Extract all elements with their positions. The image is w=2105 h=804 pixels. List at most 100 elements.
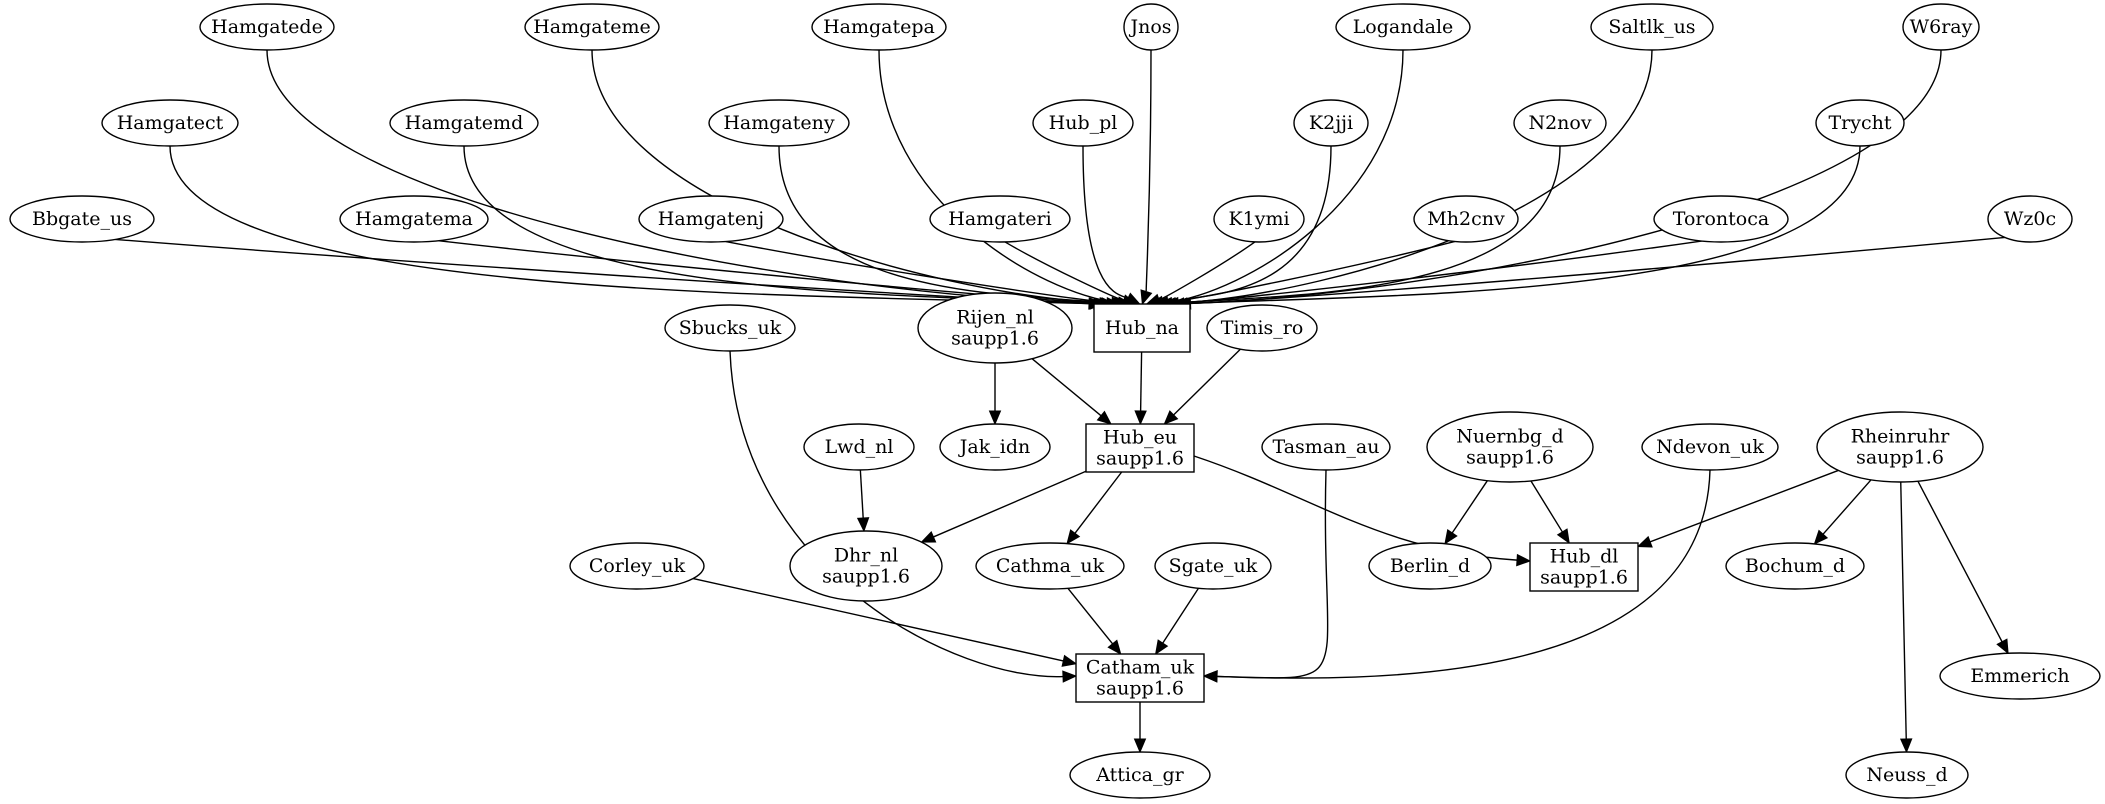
node-ellipse	[569, 542, 705, 590]
edge-k1ymi-to-hub-na	[1158, 241, 1256, 301]
node-neuss-d: Neuss_d	[1845, 751, 1969, 799]
node-hamgatect: Hamgatect	[101, 99, 239, 147]
node-ellipse	[1426, 411, 1594, 483]
node-label: Tasman_au	[1273, 436, 1380, 458]
node-label: Hamgateny	[723, 112, 835, 134]
edges-layer	[115, 49, 2009, 754]
node-corley-uk: Corley_uk	[569, 542, 705, 590]
node-ellipse	[975, 542, 1125, 590]
edge-hamgateme-to-hub-na	[591, 49, 1108, 305]
node-label: Nuernbg_d	[1456, 426, 1563, 448]
node-ellipse	[1725, 542, 1865, 590]
node-label: Hamgatect	[117, 112, 224, 134]
node-label: saupp1.6	[1096, 678, 1184, 700]
node-ellipse	[1590, 3, 1714, 51]
arrowhead-lwd-nl-to-dhr-nl	[856, 517, 870, 533]
node-hamgatenj: Hamgatenj	[638, 195, 784, 243]
node-ellipse	[1213, 195, 1305, 243]
edge-cathma-uk-to-catham-uk	[1067, 587, 1114, 645]
edge-hamgatema-to-hub-na	[438, 240, 1100, 304]
node-hamgatepa: Hamgatepa	[811, 3, 947, 51]
node-label: saupp1.6	[1540, 567, 1628, 589]
arrowhead-hub-eu-to-dhr-nl	[920, 531, 937, 543]
arrowhead-sbucks-uk-to-catham-uk	[1062, 670, 1078, 683]
edge-hub-eu-to-cathma-uk	[1074, 471, 1123, 534]
node-ellipse	[1032, 99, 1134, 147]
node-emmerich: Emmerich	[1939, 652, 2101, 700]
node-box	[1093, 303, 1191, 353]
edge-sbucks-uk-to-catham-uk	[729, 350, 1064, 678]
node-ellipse	[1845, 751, 1969, 799]
arrowhead-corley-uk-to-catham-uk	[1061, 654, 1078, 667]
edge-saltlk-us-to-hub-na	[1175, 49, 1653, 304]
node-label: Jnos	[1128, 16, 1171, 38]
node-label: Hub_eu	[1103, 427, 1177, 449]
node-hub-na: Hub_na	[1093, 303, 1191, 353]
node-ellipse	[1816, 411, 1984, 483]
node-box	[1075, 653, 1205, 703]
node-label: Cathma_uk	[996, 555, 1105, 577]
node-logandale: Logandale	[1335, 3, 1471, 51]
arrowhead-cathma-uk-to-catham-uk	[1107, 639, 1122, 656]
edge-hub-pl-to-hub-na	[1082, 145, 1129, 299]
node-label: Attica_gr	[1095, 764, 1184, 786]
node-label: Trycht	[1828, 112, 1891, 134]
node-label: Bochum_d	[1745, 555, 1845, 577]
arrowhead-rheinruhr-to-emmerich	[1996, 638, 2009, 655]
edge-jnos-to-hub-na	[1145, 49, 1152, 293]
edge-hamgatect-to-hub-na	[169, 145, 1091, 305]
node-label: Hub_dl	[1550, 546, 1619, 568]
node-berlin-d: Berlin_d	[1368, 542, 1492, 590]
node-wz0c: Wz0c	[1987, 195, 2073, 243]
edge-ndevon-uk-to-catham-uk	[1216, 469, 1711, 679]
node-ellipse	[917, 292, 1073, 364]
node-label: Corley_uk	[589, 555, 686, 577]
arrowhead-timis-ro-to-hub-eu	[1163, 410, 1179, 425]
node-label: Sgate_uk	[1169, 555, 1258, 577]
node-ellipse	[708, 99, 850, 147]
node-cathma-uk: Cathma_uk	[975, 542, 1125, 590]
node-hamgateny: Hamgateny	[708, 99, 850, 147]
edge-hamgateri-to-hub-na	[1004, 241, 1125, 302]
edge-hamgatede-to-hub-na	[266, 49, 1095, 305]
node-ellipse	[1069, 751, 1211, 799]
arrowhead-rijen-nl-to-hub-eu	[1096, 410, 1112, 425]
edge-nuernbg-d-to-berlin-d	[1451, 480, 1488, 534]
node-label: saupp1.6	[1856, 447, 1944, 469]
node-label: Wz0c	[2004, 208, 2056, 230]
node-ellipse	[1641, 423, 1779, 471]
node-ellipse	[524, 3, 660, 51]
edge-wz0c-to-hub-na	[1190, 236, 2006, 305]
arrowhead-jnos-to-hub-na	[1140, 289, 1153, 306]
node-label: Hamgatede	[211, 16, 323, 38]
node-label: saupp1.6	[1096, 448, 1184, 470]
node-attica-gr: Attica_gr	[1069, 751, 1211, 799]
edge-rheinruhr-to-emmerich	[1917, 480, 2003, 643]
edge-lwd-nl-to-dhr-nl	[859, 469, 864, 519]
node-timis-ro: Timis_ro	[1206, 304, 1318, 352]
node-ellipse	[1154, 542, 1272, 590]
node-label: Ndevon_uk	[1656, 436, 1764, 458]
node-box	[1085, 423, 1195, 473]
node-label: Hamgatemd	[405, 112, 523, 134]
node-ellipse	[1413, 195, 1519, 243]
node-label: saupp1.6	[822, 566, 910, 588]
edge-torontoca-to-hub-na	[1178, 240, 1702, 304]
node-label: Hamgatepa	[823, 16, 935, 38]
node-label: W6ray	[1910, 16, 1973, 38]
node-ellipse	[803, 423, 915, 471]
node-box	[1529, 542, 1639, 592]
node-ellipse	[638, 195, 784, 243]
edge-corley-uk-to-catham-uk	[693, 577, 1064, 662]
edge-rijen-nl-to-hub-eu	[1031, 358, 1102, 417]
node-label: Berlin_d	[1390, 555, 1470, 577]
edge-rheinruhr-to-bochum-d	[1822, 479, 1872, 535]
node-ellipse	[1293, 99, 1369, 147]
node-hamgatema: Hamgatema	[339, 195, 489, 243]
